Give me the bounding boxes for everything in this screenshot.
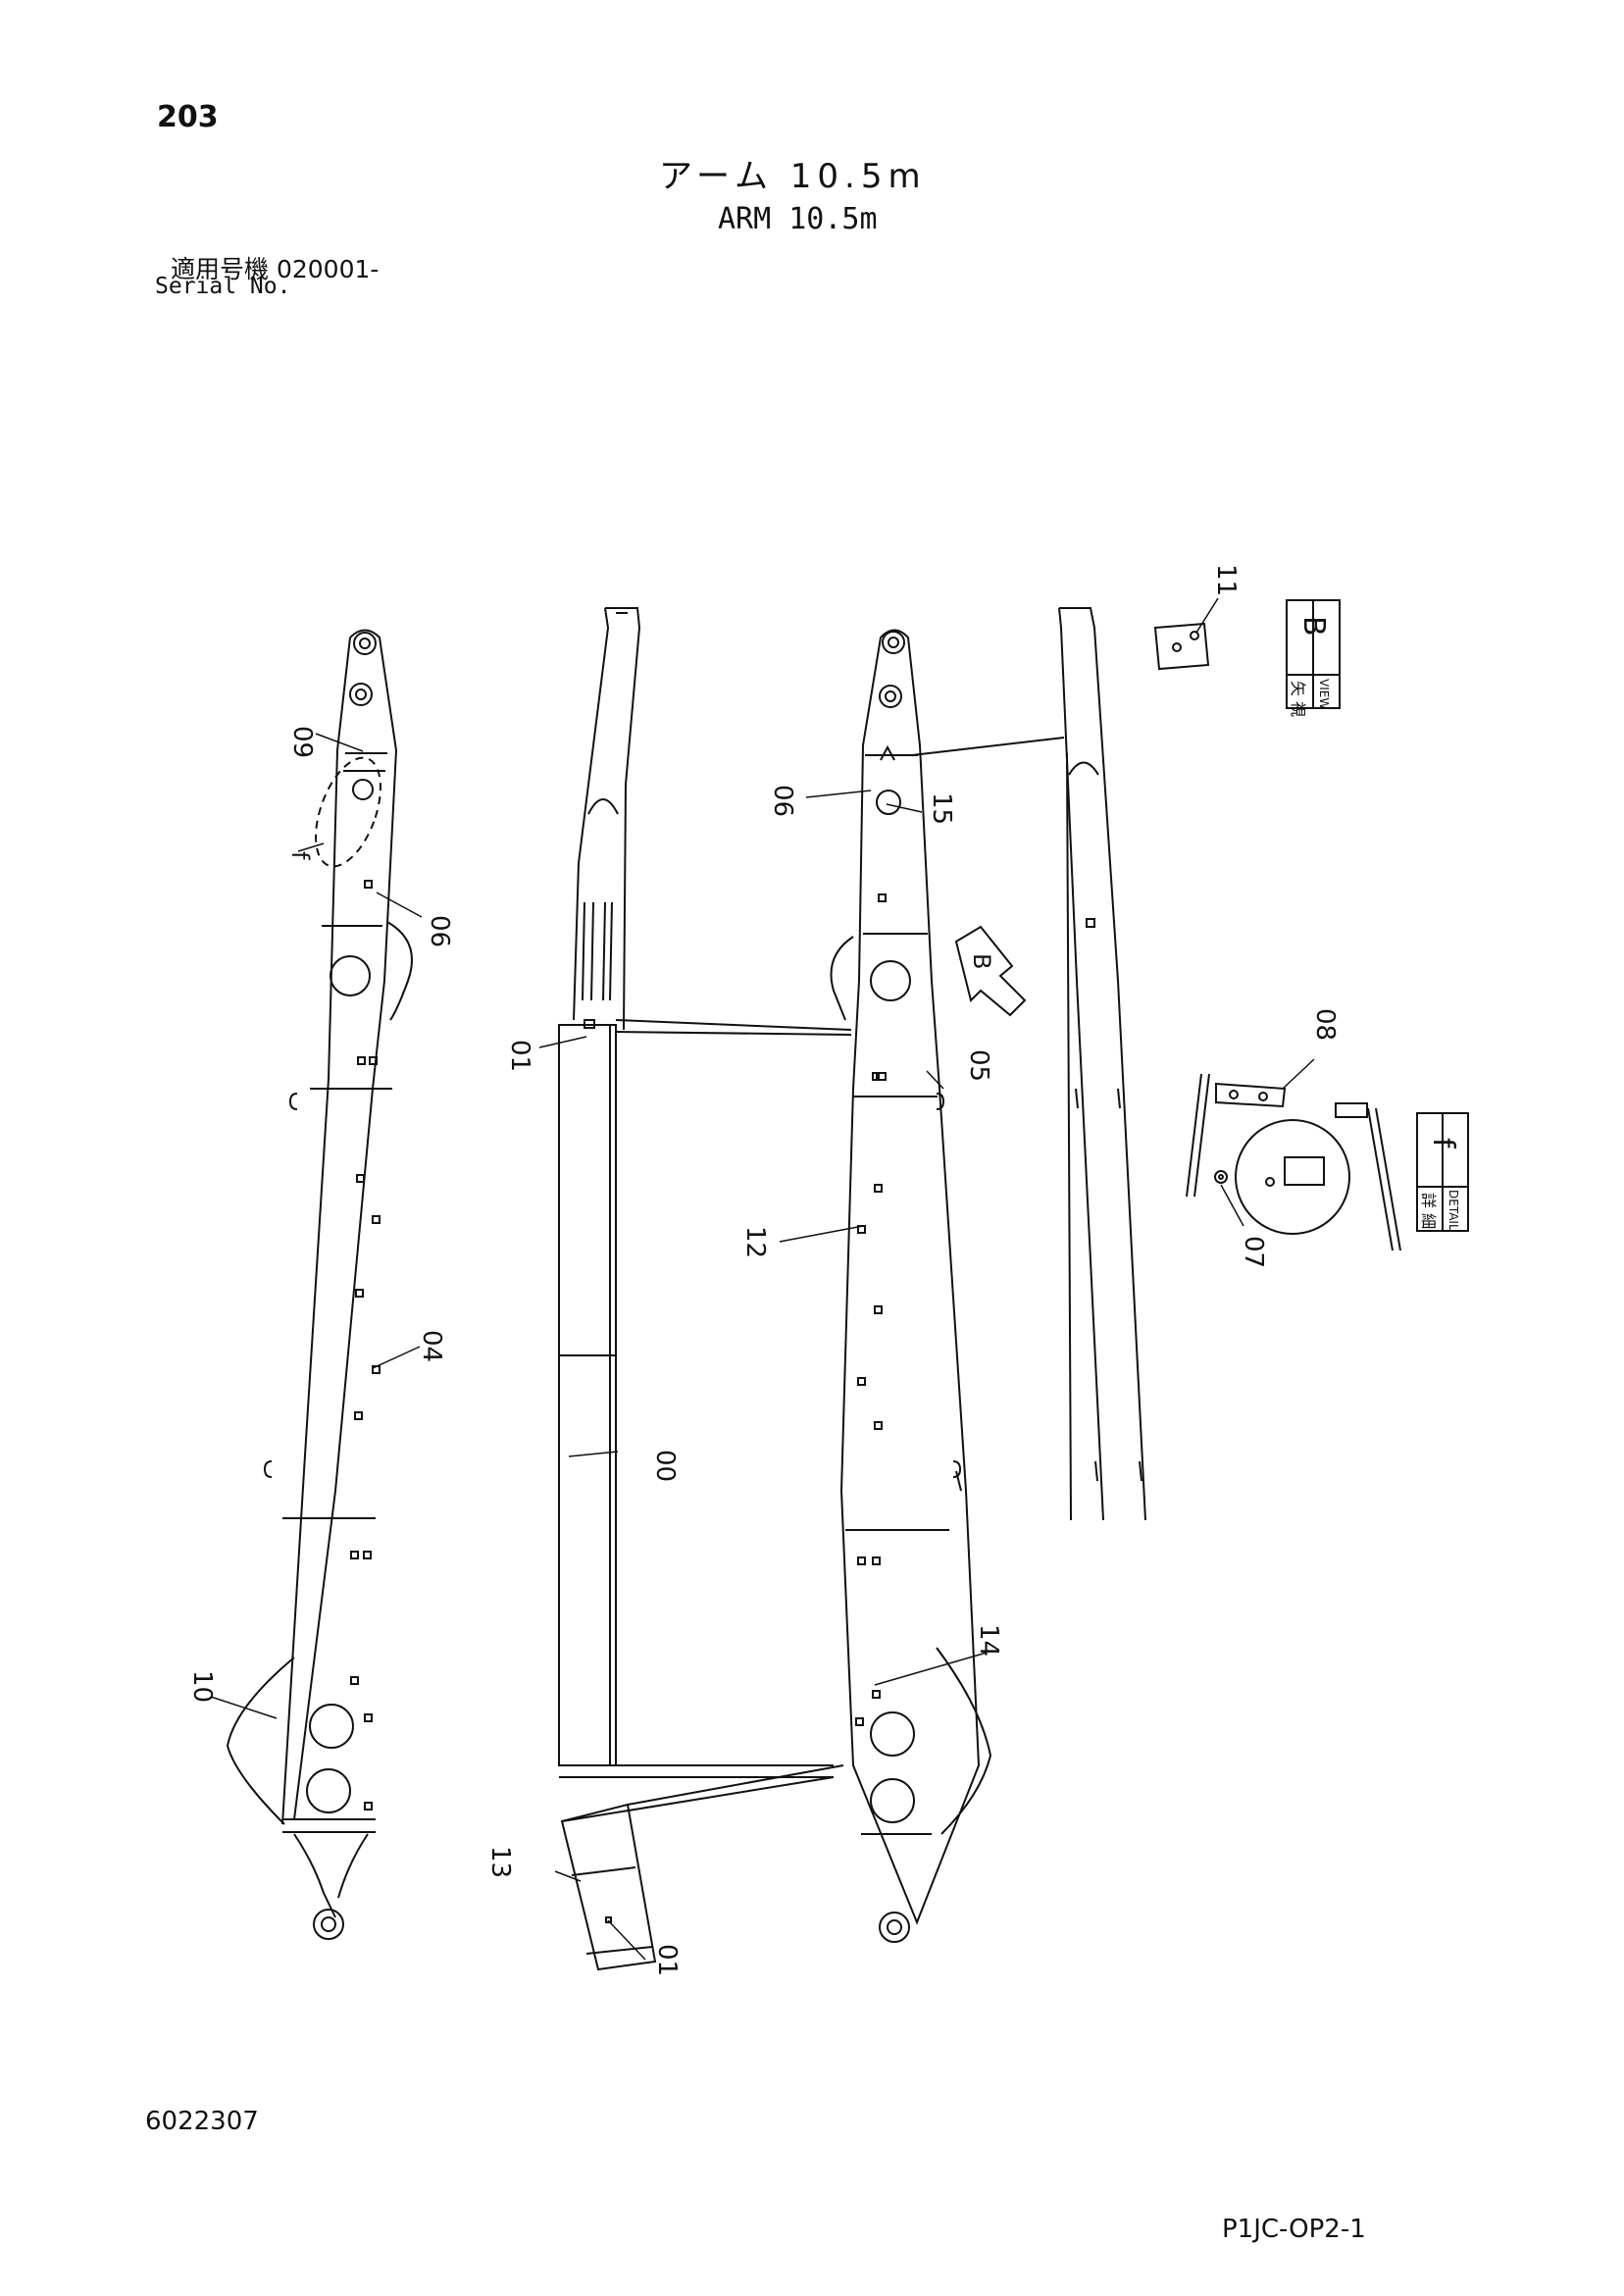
callout-07: 07: [1239, 1236, 1268, 1268]
detail-box-english: DETAIL: [1446, 1190, 1460, 1231]
callout-08: 08: [1310, 1008, 1340, 1041]
view-arrow-letter: B: [968, 953, 995, 969]
callout-f-mark: f: [286, 851, 314, 860]
view-box-japanese: 矢 視: [1289, 681, 1307, 717]
extension-segment: [560, 1764, 844, 1971]
callout-06-right: 06: [768, 785, 797, 817]
detail-f-drawing: [1186, 1073, 1469, 1251]
document-number: 6022307: [145, 2107, 259, 2136]
callout-15: 15: [927, 792, 956, 825]
callout-04: 04: [417, 1330, 446, 1362]
callout-00: 00: [650, 1450, 680, 1482]
view-b-plate: [1153, 599, 1341, 709]
callout-01-top: 01: [505, 1040, 534, 1072]
leader-lines: [210, 597, 1315, 1961]
arm-top-view-right: [911, 607, 1146, 1521]
arm-side-view-right: [830, 629, 1027, 1943]
view-box-letter: B: [1296, 616, 1331, 637]
title-japanese: アーム 10.5m: [659, 157, 927, 196]
callout-14: 14: [974, 1624, 1003, 1657]
callout-labels: 09 f 06 04 10 01 00 13 01 06 15 05 12 14…: [187, 564, 1460, 1976]
serial-label-english: Serial No.: [155, 274, 291, 299]
serial-label-japanese: 適用号機 020001-: [171, 255, 380, 283]
callout-12: 12: [740, 1226, 770, 1258]
callout-10: 10: [187, 1670, 217, 1703]
callout-13: 13: [485, 1846, 515, 1878]
callout-05: 05: [964, 1049, 993, 1082]
callout-09: 09: [287, 726, 317, 758]
detail-box-japanese: 詳 細: [1419, 1193, 1438, 1229]
callout-11: 11: [1211, 564, 1241, 596]
callout-06-left: 06: [425, 915, 454, 947]
page-number: 203: [157, 100, 219, 134]
arm-side-view-left: [226, 629, 413, 1940]
callout-01-bottom: 01: [652, 1944, 682, 1976]
detail-box-letter: f: [1426, 1138, 1460, 1149]
sheet-code: P1JC-OP2-1: [1222, 2215, 1366, 2244]
view-box-english: VIEW: [1317, 679, 1331, 709]
arm-top-view-middle: [558, 607, 852, 1778]
title-english: ARM 10.5m: [718, 202, 878, 236]
